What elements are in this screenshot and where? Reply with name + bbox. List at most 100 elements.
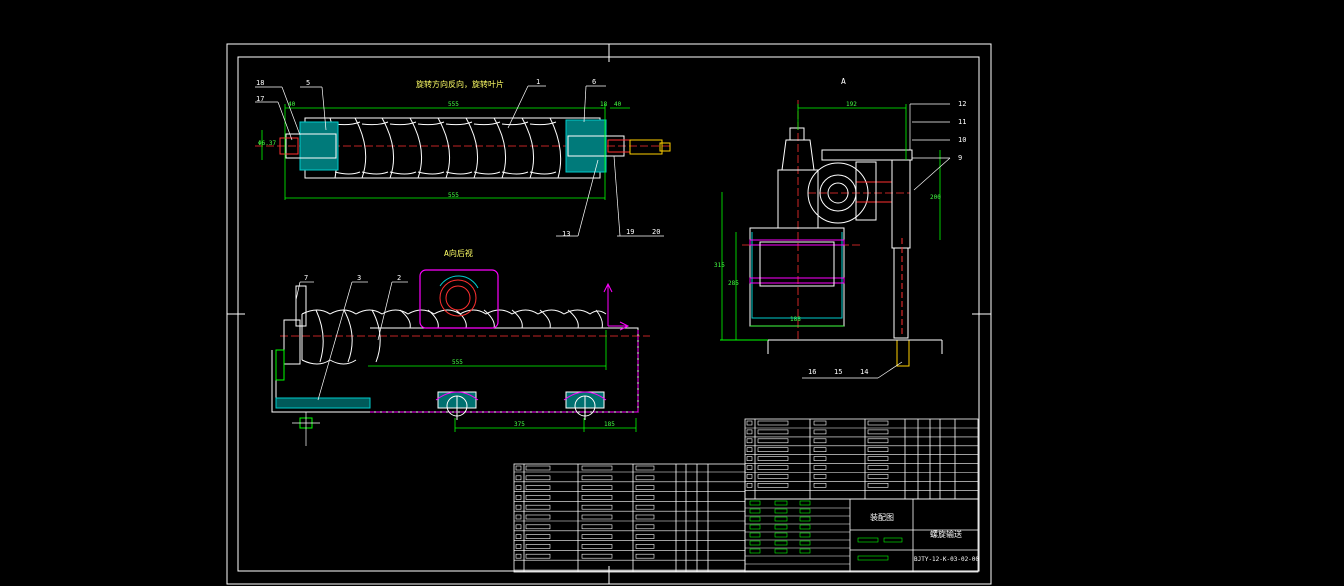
table-cell-text — [867, 474, 889, 479]
table-cell-text — [635, 475, 655, 481]
table-cell-text — [746, 465, 753, 470]
table-cell-text — [525, 485, 551, 490]
dim-top-upper: 555 — [448, 101, 459, 108]
table-cell-text — [749, 508, 761, 514]
table-cell-text — [525, 465, 551, 471]
table-cell-text — [813, 456, 827, 461]
drawing-number: BJTY-12-K-03-02-00 — [914, 556, 980, 563]
table-cell-text — [867, 456, 889, 461]
table-cell-text — [581, 485, 613, 490]
table-cell-text — [515, 514, 522, 520]
table-cell-text — [746, 420, 753, 426]
table-cell-text — [515, 485, 522, 490]
table-cell-text — [813, 420, 827, 426]
table-cell-text — [746, 456, 753, 461]
table-cell-text — [774, 524, 788, 530]
table-cell-text — [749, 532, 761, 538]
table-cell-text — [799, 516, 811, 522]
table-cell-text — [581, 514, 613, 520]
side-view — [720, 100, 951, 379]
table-cell-text — [799, 524, 811, 530]
table-cell-text — [635, 514, 655, 520]
table-cell-text — [635, 534, 655, 539]
balloon-20: 20 — [652, 228, 661, 236]
table-cell-text — [813, 447, 827, 453]
top-view-screw — [255, 85, 672, 237]
table-cell-text — [749, 516, 761, 522]
table-cell-text — [515, 465, 522, 471]
balloon-14: 14 — [860, 368, 869, 376]
table-cell-text — [774, 508, 788, 514]
table-cell-text — [525, 553, 551, 559]
table-cell-text — [581, 465, 613, 471]
table-cell-text — [581, 475, 613, 481]
table-cell-text — [883, 537, 903, 543]
front-view-conveyor — [271, 269, 650, 446]
table-cell-text — [635, 495, 655, 500]
table-rows — [514, 420, 978, 571]
dim-side-base: 188 — [790, 316, 801, 323]
table-cell-text — [515, 544, 522, 549]
dim-diameter: Φ6.37 — [258, 140, 277, 147]
balloon-6: 6 — [592, 78, 597, 86]
table-cell-text — [749, 540, 761, 546]
balloon-17: 17 — [256, 95, 265, 103]
table-cell-text — [581, 495, 613, 500]
table-cell-text — [749, 548, 761, 554]
balloon-11: 11 — [958, 118, 967, 126]
balloon-13: 13 — [562, 230, 571, 238]
table-cell-text — [635, 485, 655, 490]
table-cell-text — [515, 534, 522, 539]
table-cell-text — [746, 482, 753, 488]
table-cell-text — [867, 429, 889, 435]
balloon-5: 5 — [306, 79, 311, 87]
table-cell-text — [757, 447, 789, 453]
table-cell-text — [813, 465, 827, 470]
table-cell-text — [581, 534, 613, 539]
table-cell-text — [799, 500, 811, 506]
table-cell-text — [525, 544, 551, 549]
table-cell-text — [867, 420, 889, 426]
balloon-18: 18 — [256, 79, 265, 87]
part-name: 装配图 — [870, 513, 894, 522]
table-cell-text — [799, 548, 811, 554]
table-cell-text — [867, 465, 889, 470]
table-cell-text — [515, 524, 522, 530]
balloon-10: 10 — [958, 136, 967, 144]
table-cell-text — [581, 524, 613, 530]
table-cell-text — [813, 438, 827, 444]
side-view-label: A — [841, 77, 846, 86]
table-cell-text — [635, 504, 655, 510]
dim-front-wheel: 375 — [514, 421, 525, 428]
table-cell-text — [799, 508, 811, 514]
table-cell-text — [581, 544, 613, 549]
table-cell-text — [635, 553, 655, 559]
dim-front-length: 555 — [452, 359, 463, 366]
table-cell-text — [581, 504, 613, 510]
table-cell-text — [635, 465, 655, 471]
table-cell-text — [525, 514, 551, 520]
table-cell-text — [635, 524, 655, 530]
dim-top-lower: 555 — [448, 192, 459, 199]
table-cell-text — [857, 555, 889, 561]
table-cell-text — [799, 532, 811, 538]
table-cell-text — [813, 429, 827, 435]
table-cell-text — [515, 553, 522, 559]
table-cell-text — [757, 429, 789, 435]
table-cell-text — [774, 540, 788, 546]
drawing-name: 螺旋输送 — [930, 530, 962, 539]
dim-side-width: 192 — [846, 101, 857, 108]
table-cell-text — [774, 500, 788, 506]
table-cell-text — [525, 534, 551, 539]
table-cell-text — [525, 475, 551, 481]
table-cell-text — [757, 482, 789, 488]
table-cell-text — [525, 524, 551, 530]
dim-side-trough: 285 — [728, 280, 739, 287]
table-cell-text — [746, 447, 753, 453]
table-cell-text — [867, 482, 889, 488]
dim-side-arm: 200 — [930, 194, 941, 201]
table-cell-text — [746, 429, 753, 435]
balloon-2: 2 — [397, 274, 402, 282]
